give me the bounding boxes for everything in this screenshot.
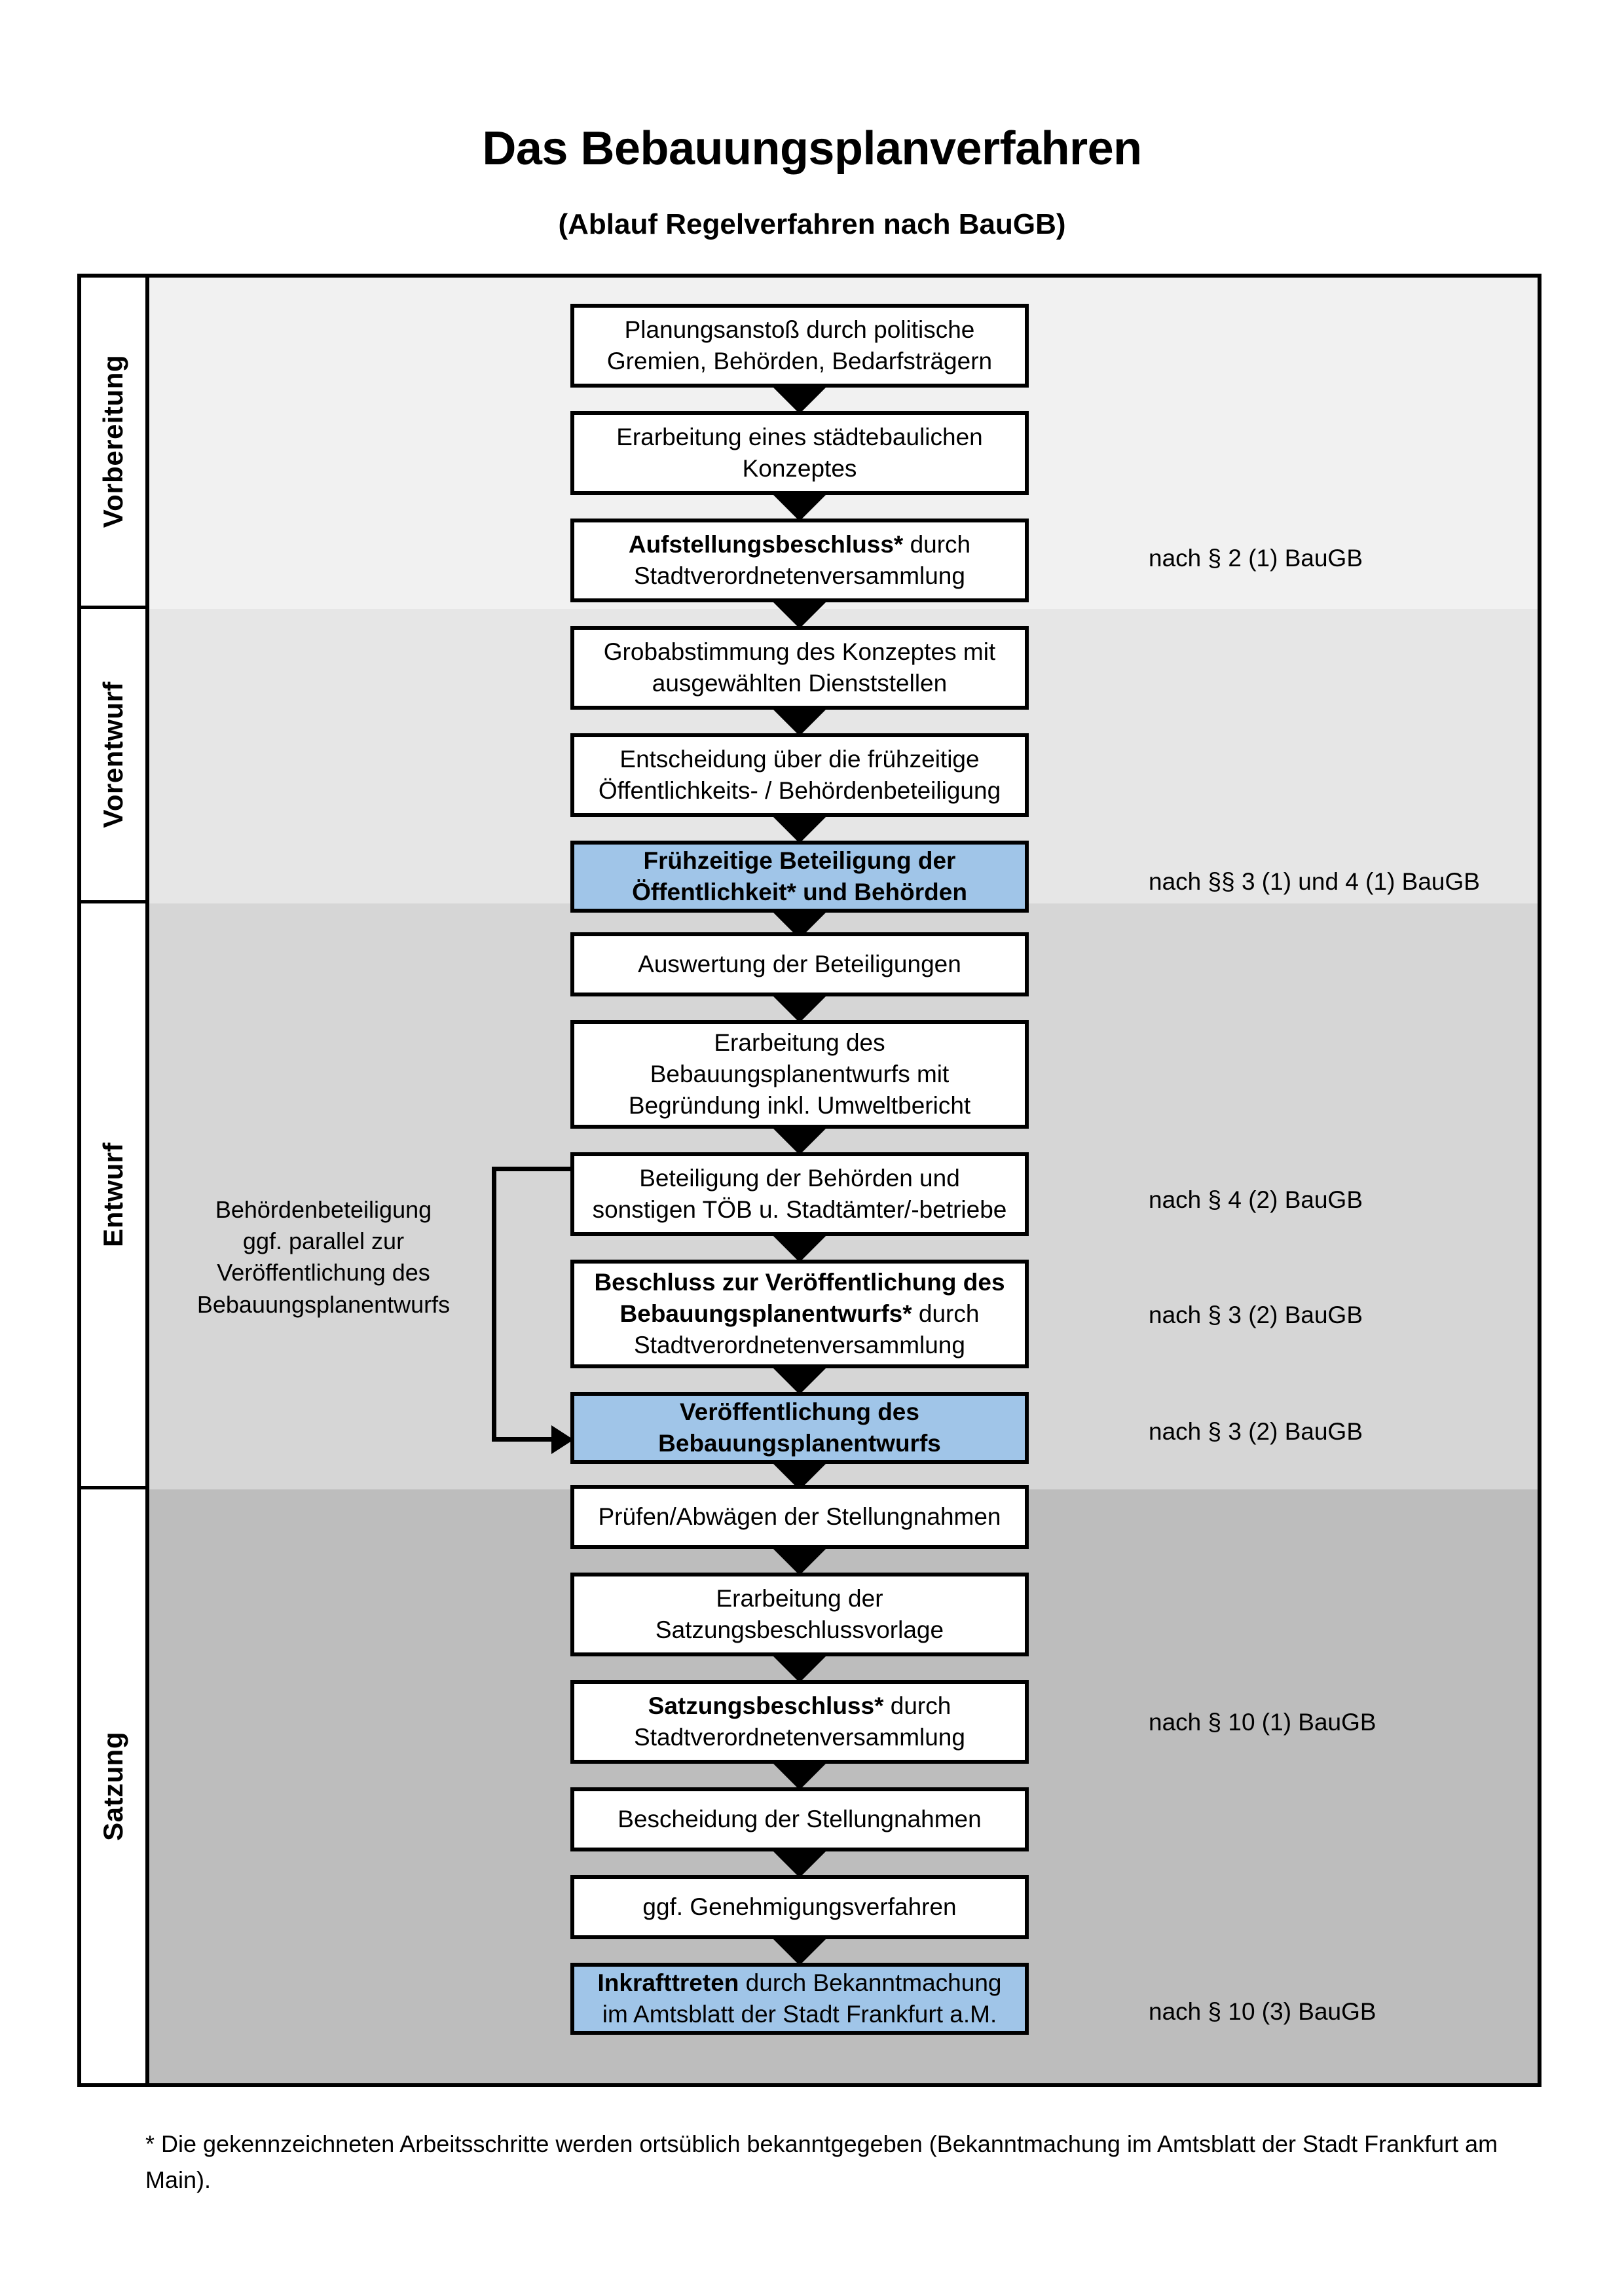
flow-arrow-10 bbox=[769, 1364, 830, 1394]
phase-label-satzung: Satzung bbox=[81, 1489, 145, 2083]
phase-label-entwurf-text: Entwurf bbox=[98, 1142, 128, 1247]
flow-node-beteiligung-behoerden-toeb-line1: Beteiligung der Behörden und bbox=[639, 1164, 960, 1192]
flow-arrow-5 bbox=[769, 813, 830, 843]
flow-node-beschluss-veroeffentlichung-line1: Beschluss zur Veröffentlichung des bbox=[594, 1268, 1005, 1296]
legal-ref-par10-3: nach § 10 (3) BauGB bbox=[1149, 1998, 1376, 2025]
flow-node-inkrafttreten[interactable]: Inkrafttreten durch Bekanntmachung im Am… bbox=[570, 1963, 1029, 2035]
sidenote-behoerdenbeteiligung: Behördenbeteiligung ggf. parallel zur Ve… bbox=[173, 1194, 474, 1321]
bypass-connector-top-segment bbox=[492, 1167, 572, 1171]
flow-node-aufstellungsbeschluss-bold: Aufstellungsbeschluss* bbox=[628, 530, 904, 558]
legal-ref-par3-2-b: nach § 3 (2) BauGB bbox=[1149, 1418, 1363, 1445]
flow-node-grobabstimmung[interactable]: Grobabstimmung des Konzeptes mit ausgewä… bbox=[570, 626, 1029, 710]
flow-node-inkrafttreten-line1: durch Bekanntmachung bbox=[739, 1969, 1002, 1996]
flow-node-beschluss-veroeffentlichung[interactable]: Beschluss zur Veröffentlichung des Bebau… bbox=[570, 1260, 1029, 1368]
flow-node-planungsanstoss-line1: Planungsanstoß durch politische bbox=[624, 316, 975, 343]
phase-label-vorbereitung: Vorbereitung bbox=[81, 278, 145, 609]
flow-node-veroeffentlichung-entwurf-line1: Veröffentlichung des bbox=[680, 1398, 919, 1425]
flow-node-bescheidung-stellungnahmen-line1: Bescheidung der Stellungnahmen bbox=[618, 1805, 982, 1832]
flow-node-beteiligung-behoerden-toeb[interactable]: Beteiligung der Behörden und sonstigen T… bbox=[570, 1152, 1029, 1236]
bypass-connector-bottom-segment bbox=[492, 1437, 557, 1442]
page-subtitle: (Ablauf Regelverfahren nach BauGB) bbox=[558, 208, 1066, 240]
sidenote-line3: Veröffentlichung des bbox=[217, 1259, 430, 1286]
flow-node-staedtebauliches-konzept-line1: Erarbeitung eines städtebaulichen bbox=[616, 423, 983, 450]
flow-node-fruehzeitige-beteiligung[interactable]: Frühzeitige Beteiligung der Öffentlichke… bbox=[570, 841, 1029, 913]
flow-node-entscheidung-fruehzeitige-beteiligung-line2: Öffentlichkeits- / Behördenbeteiligung bbox=[598, 777, 1001, 804]
flow-node-erarbeitung-bebauungsplanentwurf-line2: Bebauungsplanentwurfs mit bbox=[650, 1060, 950, 1087]
flow-node-aufstellungsbeschluss-line1: durch bbox=[903, 530, 971, 558]
flow-arrow-13 bbox=[769, 1652, 830, 1683]
flow-node-auswertung-beteiligungen[interactable]: Auswertung der Beteiligungen bbox=[570, 932, 1029, 996]
diagram-frame: Vorbereitung Vorentwurf Entwurf Satzung … bbox=[77, 274, 1541, 2087]
flow-arrow-9 bbox=[769, 1232, 830, 1262]
flow-node-satzungsbeschluss-line1: durch bbox=[883, 1692, 951, 1719]
flow-node-pruefen-abwaegen[interactable]: Prüfen/Abwägen der Stellungnahmen bbox=[570, 1485, 1029, 1549]
page-title: Das Bebauungsplanverfahren bbox=[482, 122, 1142, 175]
flow-arrow-14 bbox=[769, 1760, 830, 1790]
flow-node-fruehzeitige-beteiligung-line1: Frühzeitige Beteiligung der bbox=[643, 847, 956, 874]
phase-label-vorbereitung-text: Vorbereitung bbox=[98, 355, 128, 528]
phase-label-vorentwurf: Vorentwurf bbox=[81, 609, 145, 903]
flow-node-aufstellungsbeschluss[interactable]: Aufstellungsbeschluss* durch Stadtverord… bbox=[570, 519, 1029, 602]
sidenote-line2: ggf. parallel zur bbox=[242, 1228, 405, 1255]
flow-node-genehmigungsverfahren[interactable]: ggf. Genehmigungsverfahren bbox=[570, 1875, 1029, 1939]
flow-node-inkrafttreten-bold: Inkrafttreten bbox=[597, 1969, 739, 1996]
flow-node-planungsanstoss-line2: Gremien, Behörden, Bedarfsträgern bbox=[606, 348, 993, 374]
flow-arrow-1 bbox=[769, 384, 830, 414]
flow-node-pruefen-abwaegen-line1: Prüfen/Abwägen der Stellungnahmen bbox=[598, 1503, 1001, 1530]
phase-label-column: Vorbereitung Vorentwurf Entwurf Satzung bbox=[81, 278, 149, 2083]
flow-node-bescheidung-stellungnahmen[interactable]: Bescheidung der Stellungnahmen bbox=[570, 1787, 1029, 1851]
flow-node-grobabstimmung-line1: Grobabstimmung des Konzeptes mit bbox=[603, 638, 996, 665]
flow-node-veroeffentlichung-entwurf-line2: Bebauungsplanentwurfs bbox=[658, 1430, 941, 1457]
flow-node-grobabstimmung-line2: ausgewählten Dienststellen bbox=[652, 670, 948, 697]
flow-node-aufstellungsbeschluss-line2: Stadtverordnetenversammlung bbox=[634, 562, 965, 589]
flow-node-erarbeitung-bebauungsplanentwurf-line1: Erarbeitung des bbox=[714, 1029, 885, 1056]
flow-node-fruehzeitige-beteiligung-line2: Öffentlichkeit* und Behörden bbox=[632, 879, 967, 905]
bypass-connector-vertical-segment bbox=[492, 1167, 496, 1442]
flow-arrow-8 bbox=[769, 1125, 830, 1155]
flow-node-erarbeitung-satzungsvorlage-line2: Satzungsbeschlussvorlage bbox=[655, 1616, 944, 1643]
flow-node-entscheidung-fruehzeitige-beteiligung[interactable]: Entscheidung über die frühzeitige Öffent… bbox=[570, 733, 1029, 817]
flow-node-beschluss-veroeffentlichung-line2: Bebauungsplanentwurfs* bbox=[619, 1300, 912, 1327]
flow-arrow-7 bbox=[769, 993, 830, 1023]
sidenote-line1: Behördenbeteiligung bbox=[215, 1196, 432, 1223]
flow-arrow-16 bbox=[769, 1935, 830, 1965]
flow-arrow-3 bbox=[769, 598, 830, 629]
flow-arrow-4 bbox=[769, 706, 830, 736]
flow-arrow-15 bbox=[769, 1848, 830, 1878]
flow-node-auswertung-beteiligungen-line1: Auswertung der Beteiligungen bbox=[638, 950, 961, 977]
phase-label-entwurf: Entwurf bbox=[81, 903, 145, 1489]
legal-ref-par10-1: nach § 10 (1) BauGB bbox=[1149, 1709, 1376, 1736]
flow-node-beschluss-veroeffentlichung-line3: Stadtverordnetenversammlung bbox=[634, 1332, 965, 1359]
flow-node-erarbeitung-bebauungsplanentwurf[interactable]: Erarbeitung des Bebauungsplanentwurfs mi… bbox=[570, 1020, 1029, 1129]
legal-ref-par3-2-a: nach § 3 (2) BauGB bbox=[1149, 1302, 1363, 1328]
flow-node-erarbeitung-bebauungsplanentwurf-line3: Begründung inkl. Umweltbericht bbox=[628, 1092, 971, 1120]
flow-node-satzungsbeschluss-line2: Stadtverordnetenversammlung bbox=[634, 1724, 965, 1751]
legal-ref-par2-1: nach § 2 (1) BauGB bbox=[1149, 545, 1363, 572]
phase-label-satzung-text: Satzung bbox=[98, 1732, 128, 1841]
flow-node-staedtebauliches-konzept-line2: Konzeptes bbox=[742, 455, 857, 482]
flow-node-inkrafttreten-line2: im Amtsblatt der Stadt Frankfurt a.M. bbox=[602, 2001, 997, 2028]
flow-node-erarbeitung-satzungsvorlage[interactable]: Erarbeitung der Satzungsbeschlussvorlage bbox=[570, 1573, 1029, 1656]
flow-node-beschluss-veroeffentlichung-line2b: durch bbox=[912, 1300, 980, 1327]
flow-node-beteiligung-behoerden-toeb-line2: sonstigen TÖB u. Stadtämter/-betriebe bbox=[592, 1196, 1007, 1223]
flow-node-planungsanstoss[interactable]: Planungsanstoß durch politische Gremien,… bbox=[570, 304, 1029, 388]
flow-arrow-2 bbox=[769, 491, 830, 521]
flow-node-satzungsbeschluss[interactable]: Satzungsbeschluss* durch Stadtverordnete… bbox=[570, 1680, 1029, 1764]
sidenote-line4: Bebauungsplanentwurfs bbox=[196, 1290, 451, 1318]
phase-label-vorentwurf-text: Vorentwurf bbox=[98, 681, 128, 828]
legal-ref-par4-2: nach § 4 (2) BauGB bbox=[1149, 1186, 1363, 1213]
flow-node-satzungsbeschluss-bold: Satzungsbeschluss* bbox=[648, 1692, 884, 1719]
legal-ref-par3-1-4-1: nach §§ 3 (1) und 4 (1) BauGB bbox=[1149, 868, 1480, 895]
flow-node-staedtebauliches-konzept[interactable]: Erarbeitung eines städtebaulichen Konzep… bbox=[570, 411, 1029, 495]
flow-node-entscheidung-fruehzeitige-beteiligung-line1: Entscheidung über die frühzeitige bbox=[619, 745, 980, 773]
flow-arrow-12 bbox=[769, 1545, 830, 1575]
flow-node-erarbeitung-satzungsvorlage-line1: Erarbeitung der bbox=[716, 1584, 883, 1612]
footnote: * Die gekennzeichneten Arbeitsschritte w… bbox=[145, 2130, 1498, 2193]
flow-node-veroeffentlichung-entwurf[interactable]: Veröffentlichung des Bebauungsplanentwur… bbox=[570, 1392, 1029, 1464]
flow-node-genehmigungsverfahren-line1: ggf. Genehmigungsverfahren bbox=[642, 1893, 957, 1920]
bypass-connector-arrowhead-icon bbox=[551, 1425, 574, 1454]
